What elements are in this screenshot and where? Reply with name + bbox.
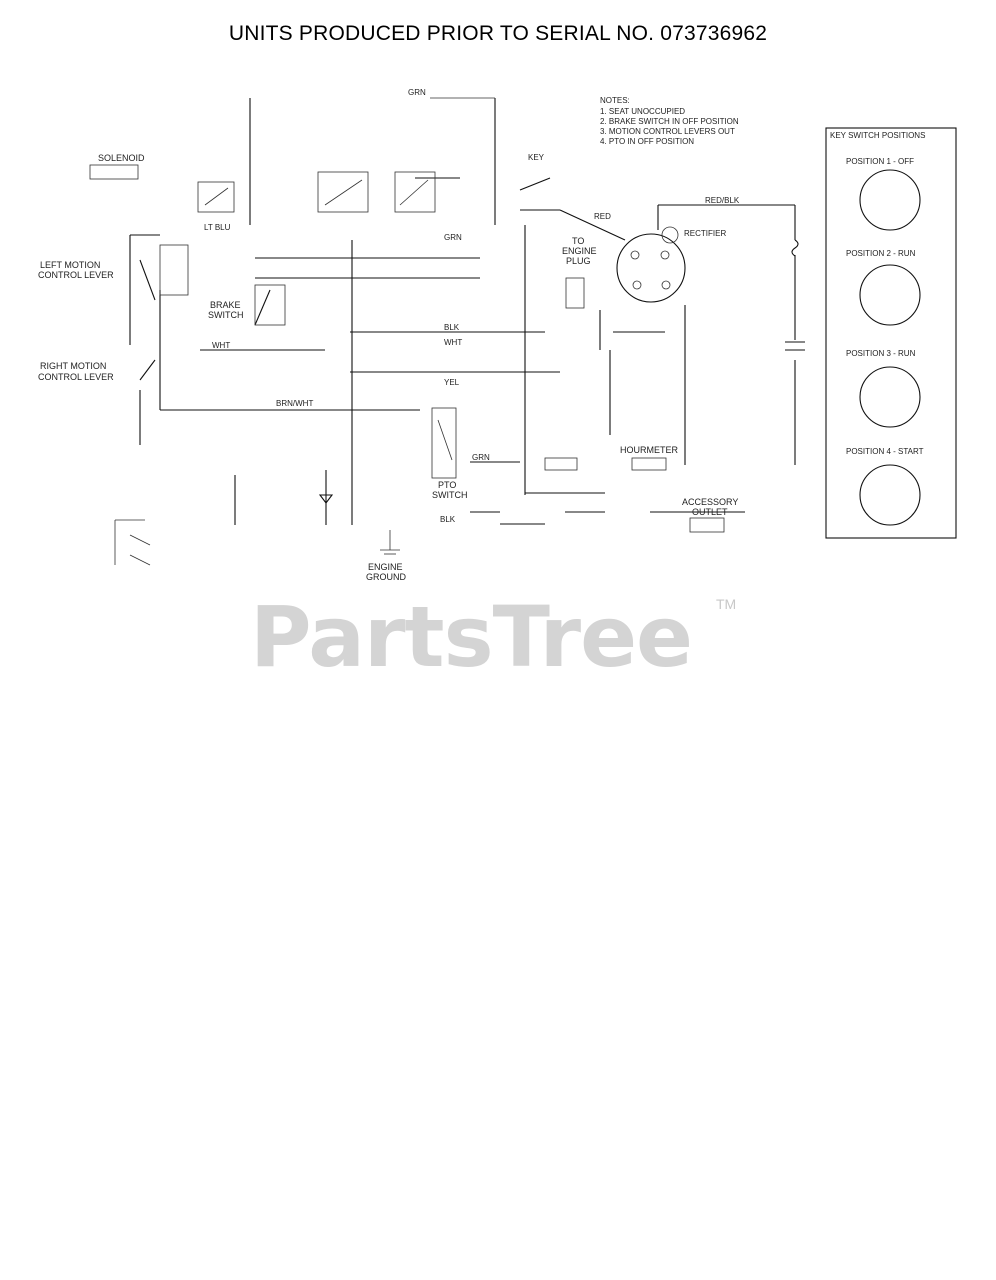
wire-blk-mid: BLK (444, 323, 460, 332)
key-position-4: POSITION 4 - START (846, 447, 924, 456)
note-2: 2. BRAKE SWITCH IN OFF POSITION (600, 117, 739, 126)
wire-grn-pto: GRN (472, 453, 490, 462)
solenoid-symbol (89, 164, 139, 180)
notes-heading: NOTES: (600, 96, 630, 105)
wire-red-blk: RED/BLK (705, 196, 740, 205)
engine-plug-label-3: PLUG (566, 256, 591, 266)
component-labels: SOLENOID LEFT MOTION CONTROL LEVER RIGHT… (38, 88, 740, 582)
key-switch-heading: KEY SWITCH POSITIONS (830, 131, 925, 140)
pto-switch-label-2: SWITCH (432, 490, 468, 500)
left-motion-label: LEFT MOTION (40, 260, 100, 270)
key-switch-panel: KEY SWITCH POSITIONS POSITION 1 - OFF PO… (825, 127, 957, 539)
wire-wht-mid: WHT (444, 338, 462, 347)
wire-yel: YEL (444, 378, 460, 387)
accessory-outlet-label-1: ACCESSORY (682, 497, 738, 507)
key-diagram-2 (859, 264, 921, 326)
key-diagram-4 (859, 464, 921, 526)
hourmeter-label: HOURMETER (620, 445, 678, 455)
capacitor-symbol (785, 341, 805, 351)
wire-blk-bottom: BLK (440, 515, 456, 524)
diode-symbol (318, 470, 334, 525)
connector-symbol (544, 457, 578, 471)
engine-plug-label-2: ENGINE (562, 246, 597, 256)
partstree-watermark: PartsTree (250, 588, 693, 686)
key-diagram-1 (859, 169, 921, 231)
pto-switch (431, 407, 457, 479)
left-motion-switch (139, 244, 189, 301)
rectifier-label: RECTIFIER (684, 229, 726, 238)
wire-lt-blu: LT BLU (204, 223, 231, 232)
engine-ground-label-1: ENGINE (368, 562, 403, 572)
note-1: 1. SEAT UNOCCUPIED (600, 107, 685, 116)
brake-switch (254, 284, 286, 326)
rectifier-symbol (661, 226, 679, 244)
right-motion-switch (139, 359, 156, 381)
engine-plug-label-1: TO (572, 236, 584, 246)
wire-brn-wht: BRN/WHT (276, 399, 313, 408)
key-position-1: POSITION 1 - OFF (846, 157, 914, 166)
solenoid-label: SOLENOID (98, 153, 145, 163)
key-position-2: POSITION 2 - RUN (846, 249, 916, 258)
notes-block: NOTES: 1. SEAT UNOCCUPIED 2. BRAKE SWITC… (600, 96, 739, 146)
wire-key: KEY (528, 153, 545, 162)
note-4: 4. PTO IN OFF POSITION (600, 137, 694, 146)
brake-switch-label-1: BRAKE (210, 300, 241, 310)
hourmeter-symbol (631, 457, 667, 471)
engine-plug-symbol (565, 277, 585, 309)
wire-red: RED (594, 212, 611, 221)
trademark-mark: TM (716, 596, 737, 612)
wire-grn-top: GRN (408, 88, 426, 97)
fuse-symbol (791, 239, 799, 257)
accessory-outlet-label-2: OUTLET (692, 507, 728, 517)
key-position-3: POSITION 3 - RUN (846, 349, 916, 358)
diagram-title: UNITS PRODUCED PRIOR TO SERIAL NO. 07373… (228, 22, 768, 45)
pto-switch-label-1: PTO (438, 480, 456, 490)
brake-switch-label-2: SWITCH (208, 310, 244, 320)
note-3: 3. MOTION CONTROL LEVERS OUT (600, 127, 735, 136)
ground-plug-symbol (114, 519, 151, 566)
left-control-lever-label: CONTROL LEVER (38, 270, 114, 280)
run-relay (394, 171, 436, 213)
key-switch-symbol (616, 233, 686, 303)
engine-ground-label-2: GROUND (366, 572, 406, 582)
right-control-lever-label: CONTROL LEVER (38, 372, 114, 382)
pto-relay (317, 171, 369, 213)
start-relay (197, 181, 235, 213)
wires (129, 97, 796, 555)
key-diagram-3 (859, 366, 921, 428)
right-motion-label: RIGHT MOTION (40, 361, 106, 371)
wire-wht-brake: WHT (212, 341, 230, 350)
wire-grn-mid: GRN (444, 233, 462, 242)
accessory-outlet-symbol (689, 517, 725, 533)
seat-switch (519, 177, 551, 191)
